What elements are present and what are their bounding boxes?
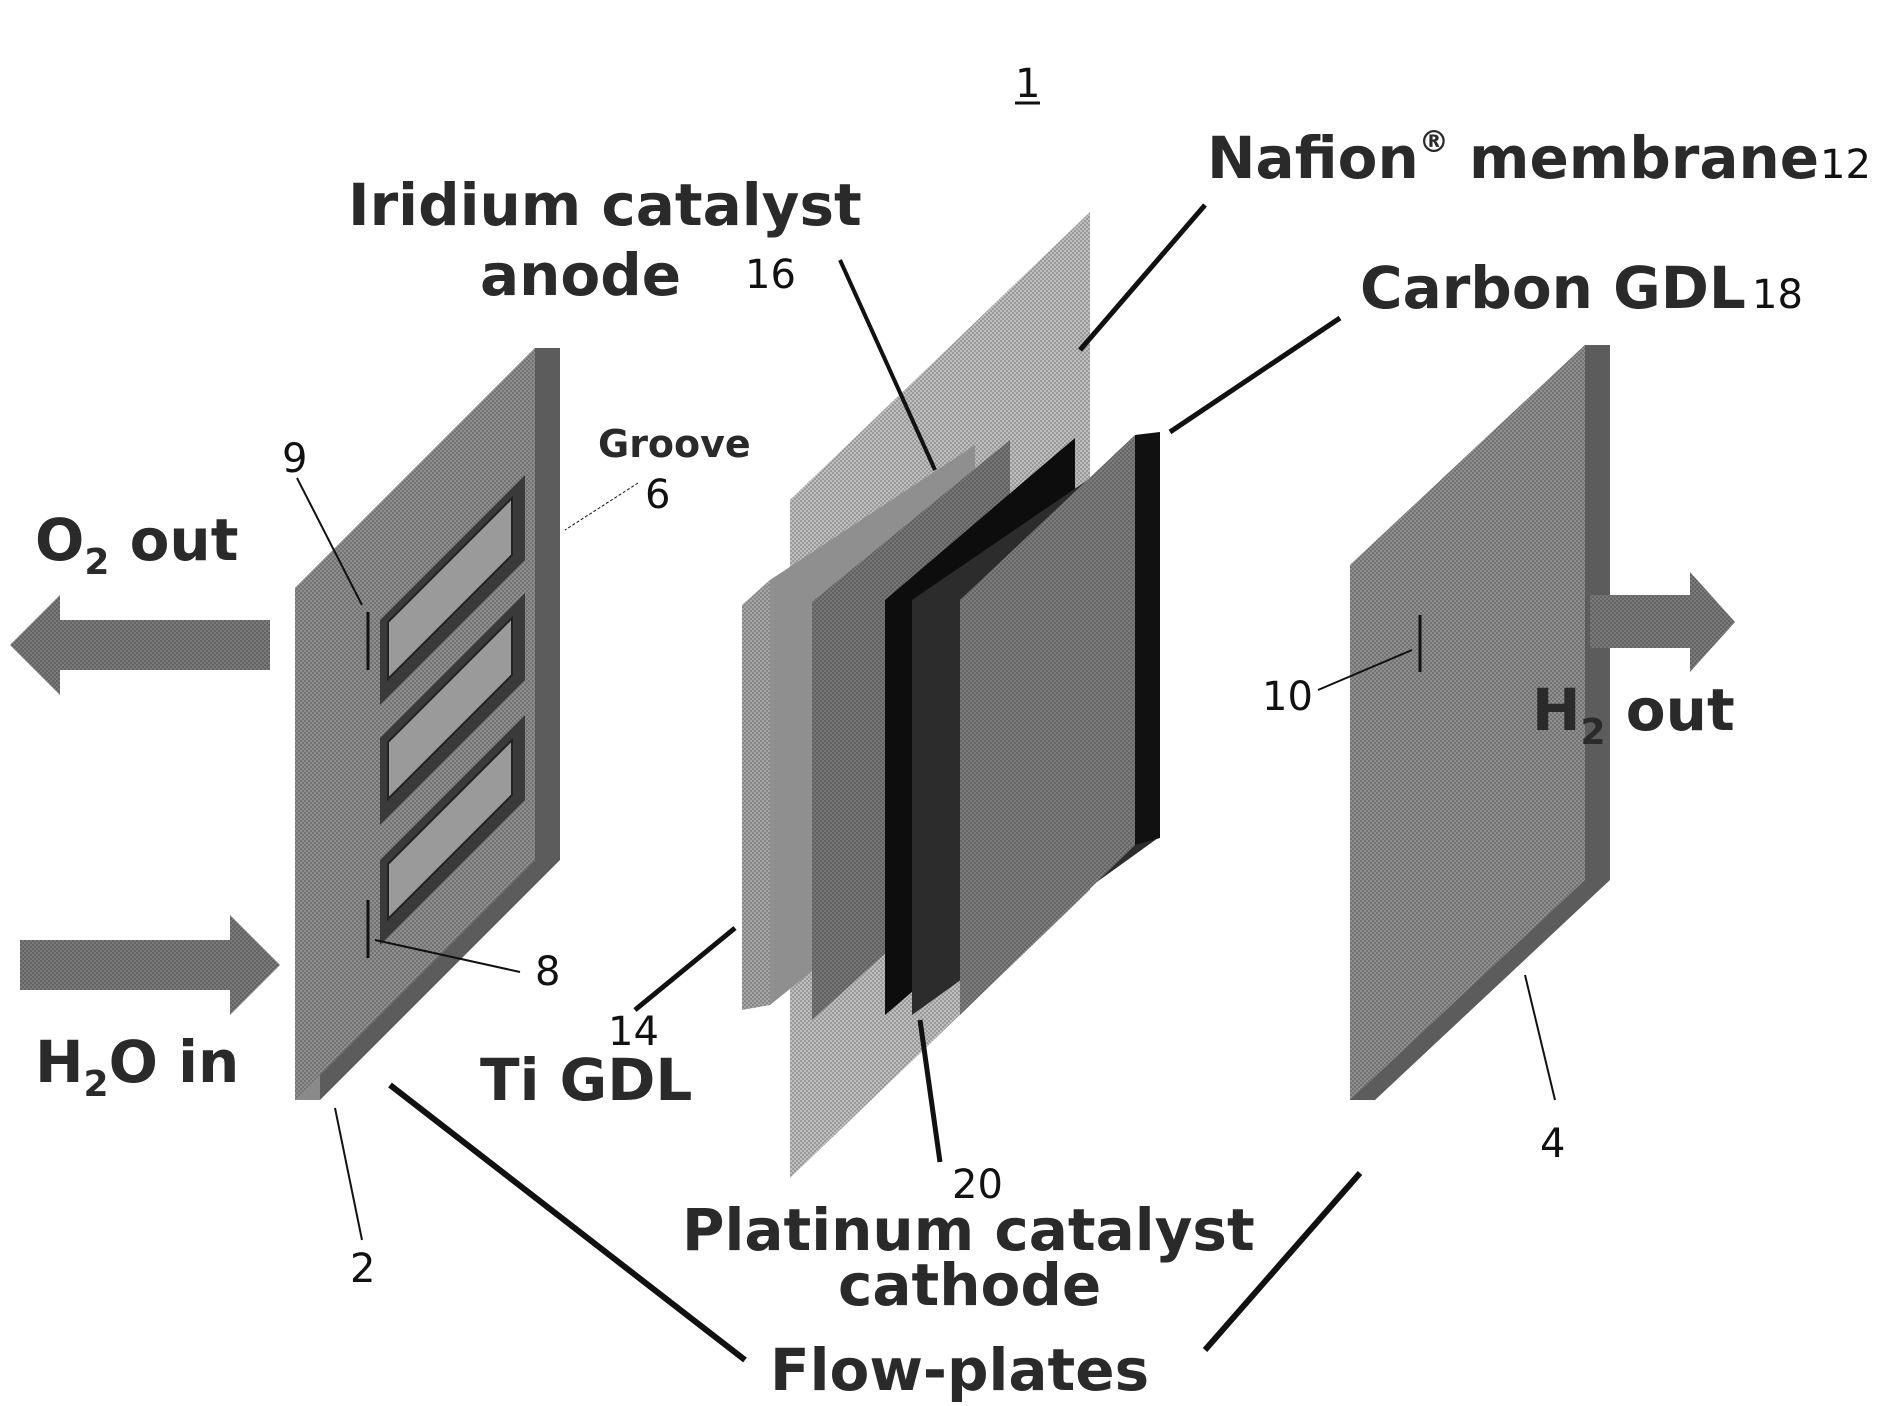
nafion-membrane-label: Nafion® membrane	[1207, 124, 1819, 192]
ref-4: 4	[1540, 1121, 1565, 1167]
ref-9: 9	[282, 436, 307, 482]
iridium-label-line1: Iridium catalyst	[348, 171, 862, 239]
o2-out-arrow	[10, 595, 270, 695]
h2o-in-label: H2O in	[35, 1028, 239, 1105]
ref-8: 8	[535, 949, 560, 995]
groove-label: Groove	[598, 422, 751, 466]
h2-out-label: H2 out	[1532, 676, 1735, 753]
ref-10: 10	[1262, 674, 1313, 720]
figure-number: 1	[1015, 61, 1040, 107]
ti-gdl-label: Ti GDL	[480, 1046, 692, 1114]
membrane-electrode-assembly	[742, 212, 1160, 1178]
flow-plates-label: Flow-plates	[770, 1336, 1149, 1404]
carbon-gdl-edge	[1135, 432, 1160, 845]
ref-6: 6	[645, 472, 670, 518]
h2-out-arrow	[1590, 572, 1735, 672]
ref-18: 18	[1752, 272, 1803, 318]
ref-12: 12	[1820, 142, 1871, 188]
left-flow-plate	[295, 348, 560, 1100]
ref-2: 2	[350, 1246, 375, 1292]
h2o-in-arrow	[20, 915, 280, 1015]
ref-16: 16	[745, 252, 796, 298]
iridium-label-line2: anode	[480, 241, 681, 309]
carbon-gdl-label: Carbon GDL	[1360, 254, 1746, 322]
platinum-label-line2: cathode	[838, 1251, 1101, 1319]
o2-out-label: O2 out	[35, 506, 238, 583]
